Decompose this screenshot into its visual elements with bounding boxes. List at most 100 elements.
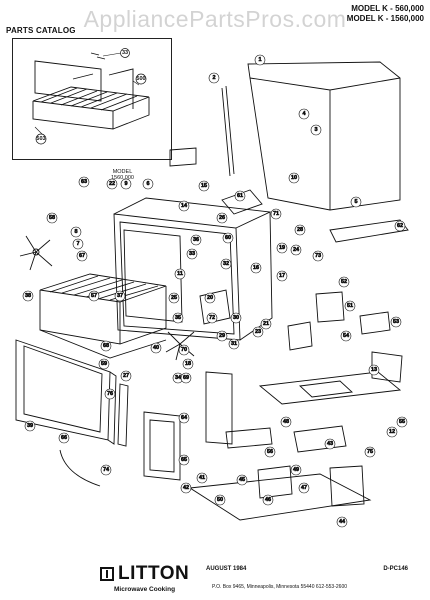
part-label-49: 49 [293,467,299,473]
part-label-45: 45 [239,477,245,483]
part-label-60: 60 [225,235,231,241]
model-line-2: MODEL K - 1560,000 [346,14,424,23]
part-label-53: 53 [393,319,399,325]
inset-back-panel [34,60,102,102]
door-choke [117,383,129,447]
diode-block [293,425,347,453]
inset-shelf-side [112,97,150,130]
inset-part-33: 33 [122,50,128,56]
part-label-23: 23 [255,329,261,335]
part-label-54: 54 [343,333,350,339]
air-guide [329,219,409,243]
part-label-76: 76 [107,391,113,397]
part-label-25: 25 [171,295,177,301]
part-label-8: 8 [74,229,77,235]
cavity-inner-wall [123,229,183,323]
part-label-10: 10 [291,175,297,181]
part-label-75: 75 [367,449,373,455]
bottom-plate [188,473,372,521]
part-label-57: 57 [91,293,97,299]
part-label-16: 16 [253,265,259,271]
inset-caption: MODEL 1560,000 [111,169,134,181]
part-label-64: 64 [181,415,188,421]
part-label-40: 40 [153,345,159,351]
part-label-28: 28 [297,227,303,233]
part-label-18: 18 [185,361,191,367]
bracket-plate [169,147,197,167]
catalog-code: D-PC146 [383,566,408,572]
part-label-13: 13 [371,367,377,373]
part-label-44: 44 [339,519,346,525]
door-window [23,345,103,433]
part-label-32: 32 [223,261,229,267]
part-label-26: 26 [219,215,225,221]
relay-block [199,289,231,325]
rail [225,427,273,449]
inset-caption-line-1: MODEL [112,169,133,175]
part-label-71: 71 [273,211,279,217]
litton-logo-text: LITTON [118,563,190,584]
inset-shelf-wires [40,87,138,111]
outer-cabinet [247,61,401,211]
part-label-52: 52 [341,279,347,285]
fan-motor [315,291,345,323]
part-label-20: 20 [207,295,213,301]
transformer [329,465,365,507]
inset-screws [90,52,106,60]
part-label-39: 39 [27,423,33,429]
part-label-11: 11 [177,271,183,277]
inset-caption-line-2: 1560,000 [111,175,134,181]
part-label-66: 66 [61,435,67,441]
part-label-68: 68 [103,343,109,349]
part-label-29: 29 [219,333,225,339]
part-label-59: 59 [101,361,107,367]
door-edge [107,371,117,445]
part-label-74: 74 [103,467,110,473]
shelf-bottom [39,329,167,359]
inset-side-frame [108,68,134,109]
control-panel [205,371,233,445]
part-label-38: 38 [25,293,31,299]
part-label-41: 41 [199,475,205,481]
part-label-35: 35 [175,315,181,321]
part-label-51: 51 [347,303,353,309]
motor-shroud [287,321,313,351]
part-label-7: 7 [76,241,79,247]
base-plate [258,371,402,405]
part-label-5: 5 [354,199,357,205]
part-label-50: 50 [217,497,223,503]
part-label-12: 12 [389,429,395,435]
part-label-2: 2 [212,75,215,81]
part-label-58: 58 [49,215,55,221]
oven-cavity-body [113,197,273,341]
fan-blade [19,235,53,271]
part-label-3: 3 [314,127,317,133]
panel-cover [143,411,181,481]
company-address: P.O. Box 9465, Minneapolis, Minnesota 55… [212,584,348,590]
part-label-9: 9 [124,181,127,187]
catalog-date: AUGUST 1984 [206,566,247,572]
power-cord [59,449,101,487]
part-label-46: 46 [265,497,271,503]
part-label-72: 72 [209,315,215,321]
capacitor [257,465,293,499]
part-label-4: 4 [302,111,306,117]
switch-bracket [359,311,391,335]
part-label-62: 62 [397,223,403,229]
part-label-27: 27 [123,373,129,379]
part-label-61: 61 [237,193,243,199]
inset-part-500: 500 [136,76,145,82]
part-label-37: 37 [117,293,123,299]
part-label-70: 70 [181,347,187,353]
part-label-36: 36 [193,237,199,243]
part-label-48: 48 [283,419,289,425]
part-label-17: 17 [279,273,285,279]
model-line-1: MODEL K - 560,000 [351,4,424,13]
inset-part-503: 503 [36,136,45,142]
cabinet-trim [221,85,235,177]
parts-catalog-label: PARTS CATALOG [6,26,76,35]
part-label-15: 15 [201,183,207,189]
litton-logo-subtitle: Microwave Cooking [114,586,176,593]
part-label-69: 69 [183,375,189,381]
inset-callouts: 33 500 503 [34,48,147,145]
